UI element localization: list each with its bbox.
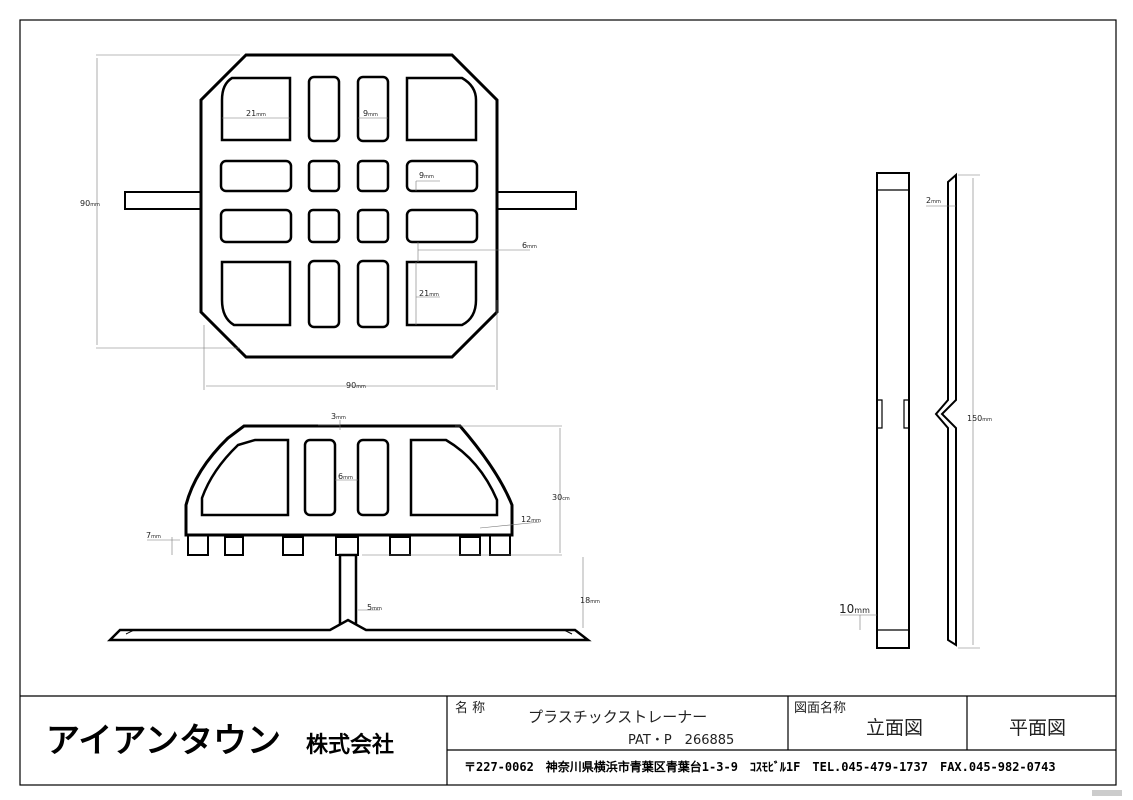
view-elevation: 立面図 xyxy=(866,717,923,739)
dim-front-12: 12mm xyxy=(521,515,541,524)
top-view xyxy=(124,53,577,359)
dim-side-10: 10mm xyxy=(839,602,870,616)
dim-slot-height-21: 21mm xyxy=(419,289,439,298)
company-suffix: 株式会社 xyxy=(306,732,394,758)
dim-front-6: 6mm xyxy=(338,472,353,481)
dim-front-3: 3mm xyxy=(331,412,346,421)
view-plan: 平面図 xyxy=(1009,717,1066,739)
drawing-name-label: 図面名称 xyxy=(794,700,846,716)
dim-side-2: 2mm xyxy=(926,196,941,205)
title-block xyxy=(20,695,1116,785)
dim-slot-9: 9mm xyxy=(363,109,378,118)
front-view xyxy=(106,424,592,642)
top-view-dimensions xyxy=(96,54,530,390)
dim-gap-6: 6mm xyxy=(522,241,537,250)
dim-front-30: 30cm xyxy=(552,493,570,502)
sheet-border xyxy=(19,19,1117,786)
dim-square-9: 9mm xyxy=(419,171,434,180)
side-view-left xyxy=(876,172,910,649)
side-view-dimensions xyxy=(840,174,980,649)
dim-front-18: 18mm xyxy=(580,596,600,605)
side-view-right xyxy=(934,172,957,647)
front-view-dimension-labels: 3mm 6mm 30cm 12mm 7mm 5mm 18mm xyxy=(146,412,600,612)
patent-number: PAT・P 266885 xyxy=(628,733,734,748)
company-name: アイアンタウン xyxy=(46,721,281,761)
product-name: プラスチックストレーナー xyxy=(528,708,707,726)
top-view-dimension-labels: 90mm 90mm 21mm 9mm 9mm 6mm 21mm xyxy=(80,109,537,390)
dim-width-90: 90mm xyxy=(346,381,366,390)
name-label: 名 称 xyxy=(455,700,485,716)
corner-mark xyxy=(1092,790,1122,796)
dim-side-150: 150mm xyxy=(967,414,992,423)
side-view-dimension-labels: 2mm 150mm 10mm xyxy=(839,196,992,616)
dim-front-5: 5mm xyxy=(367,603,382,612)
dim-height-90: 90mm xyxy=(80,199,100,208)
company-address: 〒227-0062 神奈川県横浜市青葉区青葉台1-3-9 ｺｽﾓﾋﾞﾙ1F TE… xyxy=(464,759,1056,774)
front-view-dimensions xyxy=(147,420,584,628)
dim-slot-21: 21mm xyxy=(246,109,266,118)
dim-front-7: 7mm xyxy=(146,531,161,540)
